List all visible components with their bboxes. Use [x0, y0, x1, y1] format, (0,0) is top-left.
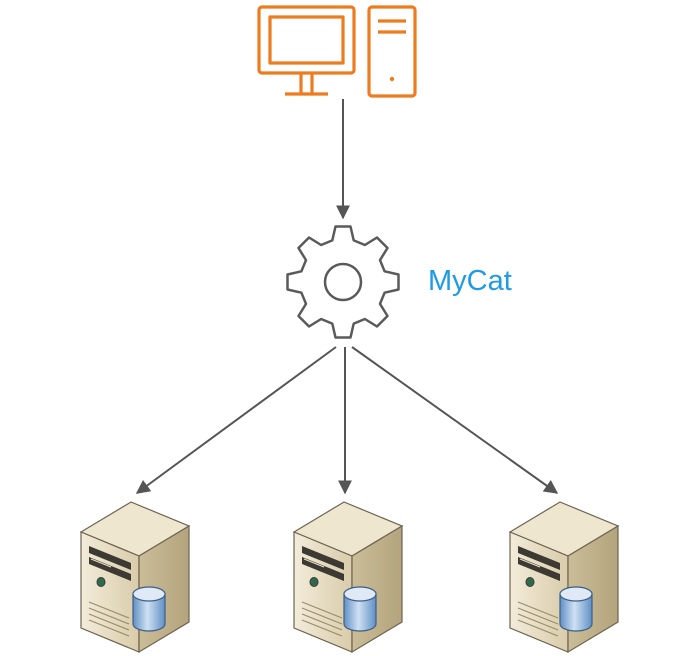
- gear-hub: [323, 262, 363, 302]
- arrow-mycat-to-server-3: [351, 346, 559, 494]
- database-cylinder-icon: [132, 586, 166, 632]
- database-server-icon: [293, 501, 403, 653]
- database-server-icon: [509, 501, 619, 653]
- desktop-computer-icon: [257, 5, 417, 98]
- database-server-icon: [80, 501, 190, 653]
- gear-outline: [286, 225, 400, 339]
- gear-icon: [286, 225, 400, 339]
- database-cylinder-icon: [343, 586, 377, 632]
- arrow-mycat-to-server-1: [135, 346, 337, 494]
- mycat-label: MyCat: [428, 265, 512, 297]
- database-cylinder-icon: [559, 586, 593, 632]
